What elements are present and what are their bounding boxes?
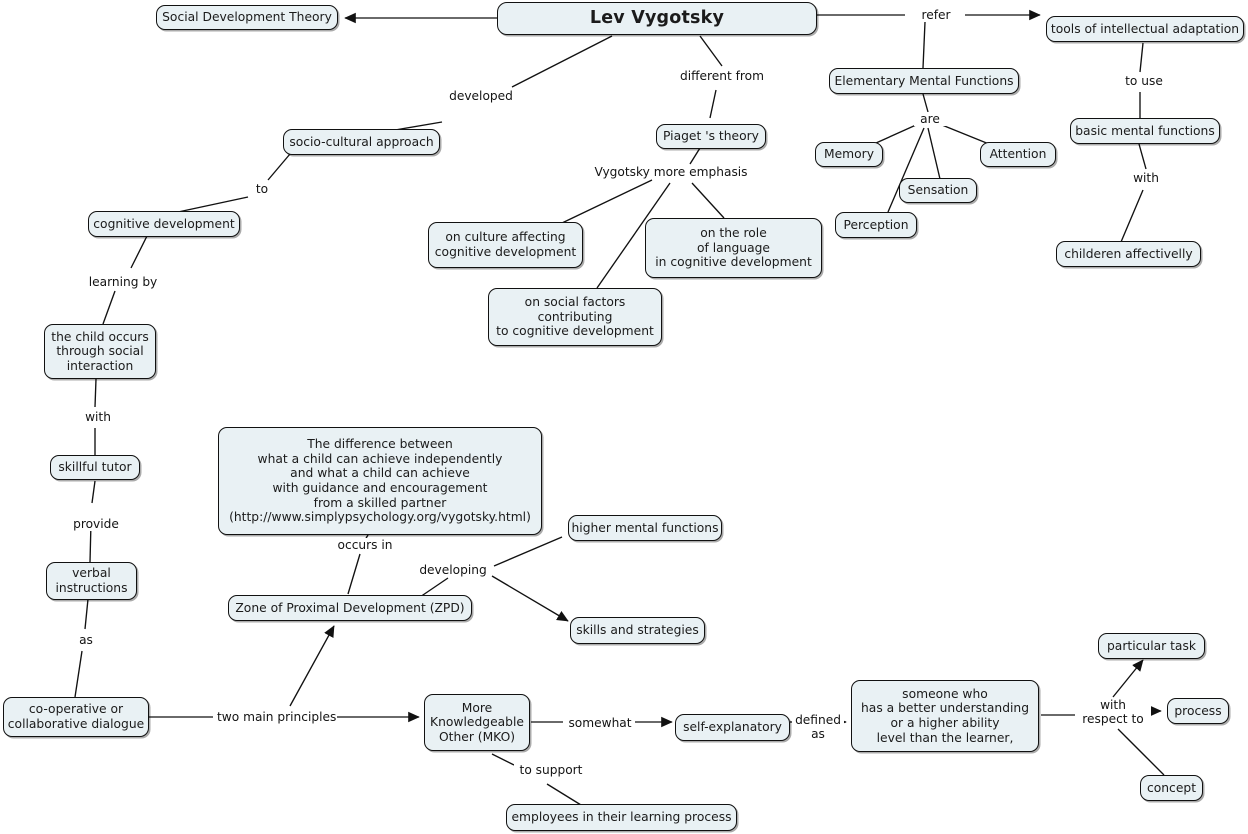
edge-label-as: as [74,633,98,648]
node-the-child-occurs[interactable]: the child occurs through social interact… [44,324,156,379]
node-employees-learning-process[interactable]: employees in their learning process [506,804,737,831]
edge-label-two-main-principles: two main principles [215,710,337,725]
node-someone-who[interactable]: someone who has a better understanding o… [851,680,1039,752]
node-more-knowledgeable-other[interactable]: More Knowledgeable Other (MKO) [424,694,530,751]
node-skillful-tutor[interactable]: skillful tutor [50,455,140,480]
edge-label-to-support: to support [514,763,588,778]
edge-label-are: are [914,112,946,127]
edge-label-provide: provide [68,517,124,532]
node-basic-mental-functions[interactable]: basic mental functions [1070,118,1220,144]
node-childeren-affectivelly[interactable]: childeren affectivelly [1056,241,1201,267]
edge-label-different-from: different from [676,69,768,84]
node-higher-mental-functions[interactable]: higher mental functions [568,515,722,541]
edge-label-defined-as: defined as [792,713,844,742]
edge-label-developing: developing [415,563,491,578]
node-elementary-mental-functions[interactable]: Elementary Mental Functions [829,68,1019,94]
edge-label-to: to [250,182,274,197]
edge-label-to-use: to use [1122,74,1166,89]
node-social-development-theory[interactable]: Social Development Theory [156,5,338,30]
node-perception[interactable]: Perception [835,212,917,238]
edge-label-with-respect-to: with respect to [1075,698,1151,727]
node-piaget-theory[interactable]: Piaget 's theory [656,124,766,149]
node-on-social-factors[interactable]: on social factors contributing to cognit… [488,288,662,346]
edge-label-learning-by: learning by [83,275,163,290]
edge-label-refer: refer [907,8,965,23]
node-on-culture-affecting[interactable]: on culture affecting cognitive developme… [428,222,583,268]
edge-label-vygotsky-more-emphasis: Vygotsky more emphasis [590,165,752,180]
node-co-operative-dialogue[interactable]: co-operative or collaborative dialogue [3,697,149,737]
node-lev-vygotsky[interactable]: Lev Vygotsky [497,2,817,35]
node-cognitive-development[interactable]: cognitive development [88,211,240,237]
node-zpd-definition[interactable]: The difference between what a child can … [218,427,542,535]
node-self-explanatory[interactable]: self-explanatory [675,714,790,741]
node-on-the-role-of-language[interactable]: on the role of language in cognitive dev… [645,218,822,278]
node-tools-of-intellectual-adaptation[interactable]: tools of intellectual adaptation [1046,16,1244,42]
edge-label-with-right: with [1127,171,1165,186]
node-concept[interactable]: concept [1140,775,1203,801]
node-particular-task[interactable]: particular task [1098,633,1205,659]
node-zone-of-proximal-development[interactable]: Zone of Proximal Development (ZPD) [228,595,472,621]
edge-label-developed: developed [443,89,519,104]
node-socio-cultural-approach[interactable]: socio-cultural approach [283,129,440,155]
edge-label-occurs-in: occurs in [332,538,398,553]
node-verbal-instructions[interactable]: verbal instructions [46,562,137,600]
node-process[interactable]: process [1167,698,1229,724]
node-memory[interactable]: Memory [815,142,883,167]
edge-label-somewhat: somewhat [565,716,635,731]
edge-label-with-left: with [79,410,117,425]
node-attention[interactable]: Attention [980,142,1056,167]
node-sensation[interactable]: Sensation [899,178,977,203]
node-skills-and-strategies[interactable]: skills and strategies [570,617,705,644]
